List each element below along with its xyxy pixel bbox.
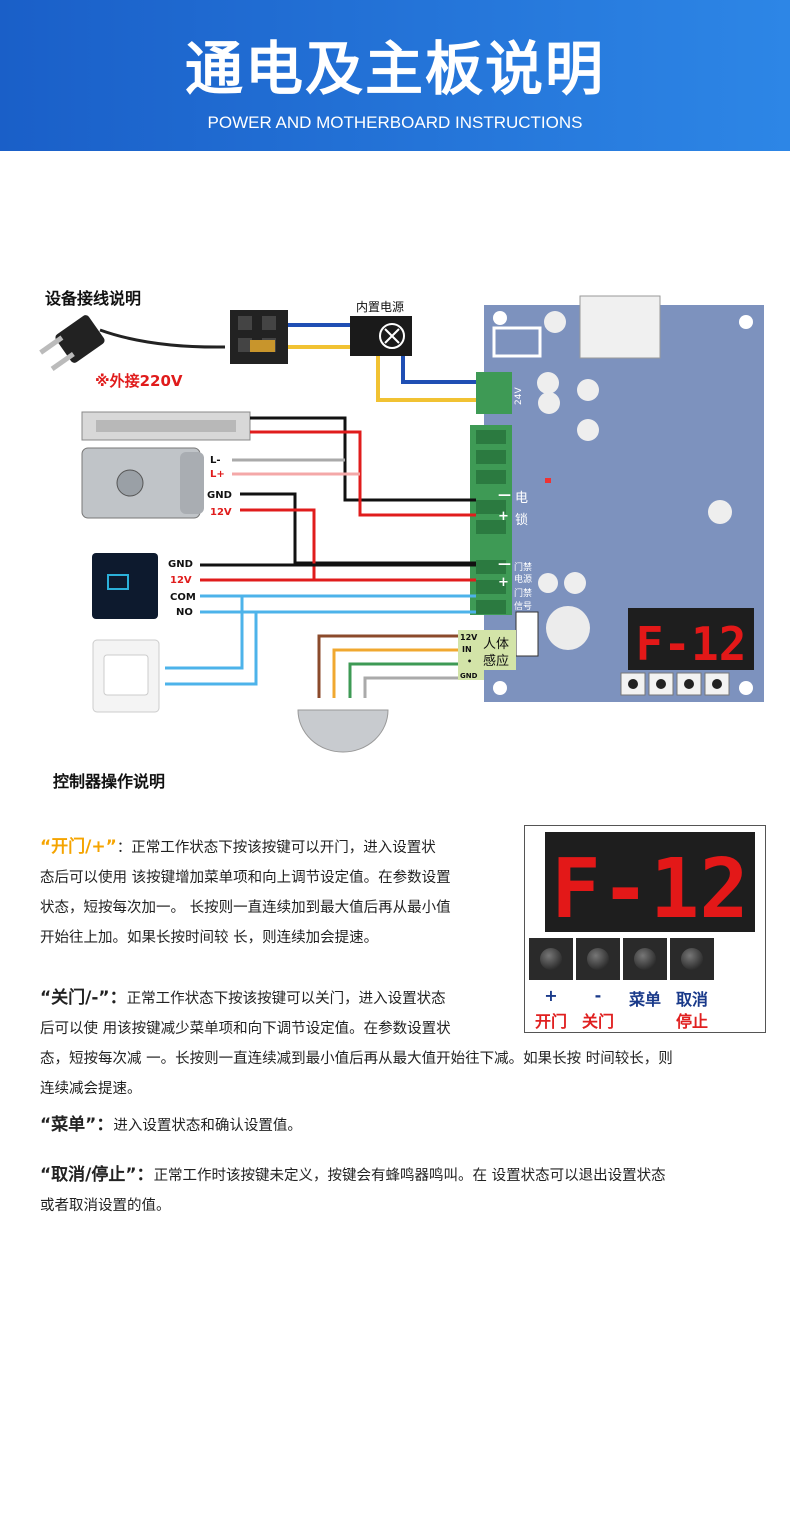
- svg-text:感应: 感应: [483, 653, 509, 669]
- svg-text:12V: 12V: [170, 575, 192, 586]
- close-label: 关门: [581, 1012, 614, 1031]
- controller-panel: F-12 + - 菜单 取消 开门 关门 停止: [524, 825, 766, 1033]
- svg-text:12V: 12V: [210, 507, 232, 518]
- stop-label: 停止: [675, 1012, 708, 1031]
- svg-text:GND: GND: [460, 672, 478, 680]
- svg-text:IN: IN: [462, 645, 472, 654]
- svg-text:GND: GND: [207, 490, 232, 501]
- svg-text:F-12: F-12: [636, 617, 747, 671]
- section-cancel-key: “取消/停止”：: [40, 1165, 154, 1185]
- menu-label: 菜单: [628, 990, 661, 1009]
- svg-text:COM: COM: [170, 592, 196, 603]
- page-title: 通电及主板说明: [184, 35, 605, 103]
- cancel-label: 取消: [675, 990, 708, 1009]
- svg-text:电源: 电源: [514, 573, 532, 585]
- section-menu-key: “菜单”：: [40, 1115, 114, 1135]
- svg-text:人体: 人体: [483, 637, 509, 652]
- section-menu: “菜单”：进入设置状态和确认设置值。: [40, 1115, 302, 1135]
- svg-text:电: 电: [515, 491, 528, 506]
- svg-text:NO: NO: [176, 607, 193, 618]
- board-display: [628, 608, 754, 670]
- open-label: 开门: [534, 1012, 567, 1031]
- close-minus-button[interactable]: [576, 938, 620, 980]
- svg-text:信号: 信号: [514, 600, 532, 612]
- menu-button[interactable]: [623, 938, 667, 980]
- svg-text:L-: L-: [210, 455, 221, 466]
- close-minus-label: -: [594, 986, 602, 1005]
- svg-text:门禁: 门禁: [514, 561, 532, 573]
- svg-text:—: —: [498, 557, 511, 572]
- svg-text:—: —: [498, 488, 511, 503]
- wiring-diagram: 24V — + 电 锁 — + 门禁 电源 门禁 信号 12V IN • GND…: [39, 295, 764, 753]
- section-open-key: “开门/+”: [40, 837, 117, 857]
- controller-title: 控制器操作说明: [53, 772, 166, 791]
- svg-text:※外接220V: ※外接220V: [95, 372, 183, 390]
- svg-text:GND: GND: [168, 559, 193, 570]
- svg-text:+: +: [498, 509, 509, 524]
- controller-display: F-12: [545, 832, 755, 937]
- svg-text:F-12: F-12: [551, 842, 748, 932]
- section-cancel: “取消/停止”：正常工作时该按键未定义，按键会有蜂鸣器鸣叫。在 设置状态可以退出…: [40, 1165, 666, 1214]
- header-banner: 通电及主板说明 POWER AND MOTHERBOARD INSTRUCTIO…: [0, 0, 790, 151]
- section-close-key: “关门/-”：: [40, 988, 127, 1008]
- svg-text:门禁: 门禁: [514, 587, 532, 599]
- svg-text:24V: 24V: [514, 387, 524, 405]
- svg-text:12V: 12V: [460, 633, 478, 642]
- cancel-stop-button[interactable]: [670, 938, 714, 980]
- section-open: “开门/+”：正常工作状态下按该按键可以开门，进入设置状 态后可以使用 该按键增…: [40, 837, 451, 946]
- human-sensor: [297, 709, 389, 753]
- page-subtitle: POWER AND MOTHERBOARD INSTRUCTIONS: [207, 113, 583, 132]
- open-plus-button[interactable]: [529, 938, 573, 980]
- svg-text:内置电源: 内置电源: [356, 300, 404, 314]
- power-plug: [39, 315, 226, 371]
- open-plus-label: +: [544, 986, 558, 1005]
- card-reader: [92, 553, 158, 619]
- svg-text:锁: 锁: [515, 512, 528, 528]
- svg-text:L+: L+: [210, 469, 225, 480]
- svg-text:+: +: [498, 575, 509, 590]
- svg-text:•: •: [467, 657, 472, 666]
- section-close: “关门/-”：正常工作状态下按该按键可以关门，进入设置状态 后可以使 用该按键减…: [40, 988, 673, 1097]
- wiring-title: 设备接线说明: [45, 289, 142, 308]
